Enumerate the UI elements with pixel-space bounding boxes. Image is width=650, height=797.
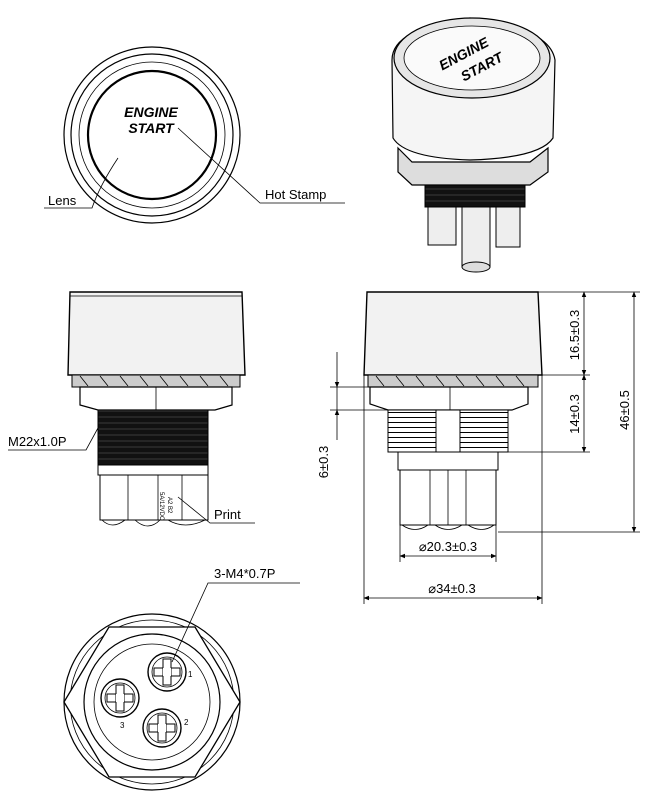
hot-stamp-label: Hot Stamp <box>265 187 326 202</box>
screw-leader-line <box>171 582 300 663</box>
dim-thread-length: 14±0.3 <box>567 394 582 434</box>
front-view: ENGINE START Lens Hot Stamp <box>44 46 345 224</box>
thread-label: M22x1.0P <box>8 434 67 449</box>
dim-terminal-dia: ⌀20.3±0.3 <box>419 539 477 554</box>
dim-nut-height: 6±0.3 <box>316 446 331 478</box>
thread-leader-line <box>8 427 99 451</box>
print-text-line2: 5A/12VDC <box>158 492 164 521</box>
screw-label: 3-M4*0.7P <box>214 566 275 581</box>
lens-leader-line <box>44 157 119 209</box>
dim-cap-height: 16.5±0.3 <box>567 310 582 361</box>
terminal-number-3: 3 <box>120 721 125 730</box>
print-leader-line <box>177 496 255 524</box>
side-view: A2 B2 5A/12VDC M22x1.0P Print <box>8 291 255 527</box>
lens-label: Lens <box>48 193 77 208</box>
bottom-view: 1 2 3 3-M4*0.7P <box>63 566 300 791</box>
terminal-screw-1 <box>147 652 187 692</box>
print-text-line1: A2 B2 <box>166 497 172 514</box>
dim-body-dia: ⌀34±0.3 <box>428 581 476 596</box>
terminal-number-2: 2 <box>184 718 189 727</box>
perspective-view: ENGINE START <box>391 17 556 273</box>
terminal-screw-3 <box>100 678 140 718</box>
hot-stamp-leader-line <box>177 127 345 204</box>
print-label: Print <box>214 507 241 522</box>
front-engraving-line1: ENGINE <box>124 104 178 120</box>
dimension-view: 16.5±0.3 14±0.3 46±0.5 6±0.3 ⌀20.3±0.3 ⌀… <box>316 291 640 604</box>
front-engraving-line2: START <box>128 120 175 136</box>
terminal-screw-2 <box>142 708 182 748</box>
terminal-number-1: 1 <box>188 670 193 679</box>
dim-total-height: 46±0.5 <box>617 390 632 430</box>
